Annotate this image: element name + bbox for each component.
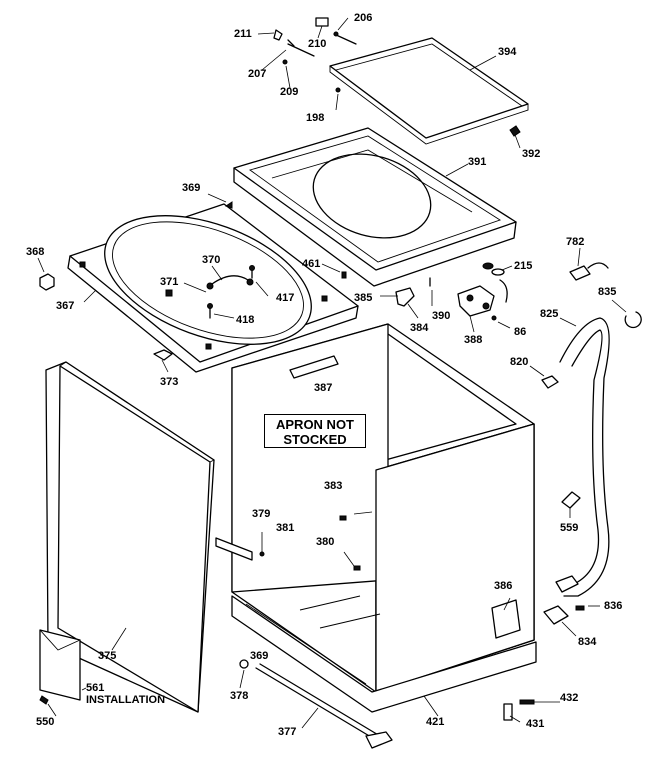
- part-label-210: 210: [308, 38, 327, 50]
- part-label-394: 394: [498, 46, 517, 58]
- part-label-392: 392: [522, 148, 541, 160]
- part-label-379: 379: [252, 508, 271, 520]
- part-label-209: 209: [280, 86, 299, 98]
- part-label-380: 380: [316, 536, 335, 548]
- part-label-367: 367: [56, 300, 75, 312]
- note-line-1: APRON NOT: [276, 417, 354, 432]
- lid-part: [329, 37, 529, 145]
- top-cover-part: [233, 127, 517, 287]
- part-label-215: 215: [514, 260, 533, 272]
- part-label-385: 385: [354, 292, 373, 304]
- front-panel-part: [45, 361, 215, 713]
- part-label-834: 834: [578, 636, 597, 648]
- part-label-378: 378: [230, 690, 249, 702]
- part-label-836: 836: [604, 600, 623, 612]
- part-label-387: 387: [314, 382, 333, 394]
- part-label-386: 386: [494, 580, 513, 592]
- drain-hose-part: [555, 317, 610, 597]
- cabinet-body-part: [231, 323, 537, 713]
- top-hardware-parts: [273, 17, 357, 93]
- part-label-782: 782: [566, 236, 585, 248]
- part-label-86: 86: [514, 326, 527, 338]
- part-label-820: 820: [510, 356, 529, 368]
- part-label-550: 550: [36, 716, 55, 728]
- part-label-431: 431: [526, 718, 545, 730]
- right-hardware-parts: [395, 262, 508, 321]
- part-label-375: 375: [98, 650, 117, 662]
- part-label-369-bottom: 369: [250, 650, 269, 662]
- part-label-384: 384: [410, 322, 429, 334]
- part-label-383: 383: [324, 480, 343, 492]
- part-label-377: 377: [278, 726, 297, 738]
- part-label-370: 370: [202, 254, 221, 266]
- part-label-206: 206: [354, 12, 373, 24]
- part-label-835: 835: [598, 286, 617, 298]
- part-label-369-top: 369: [182, 182, 201, 194]
- part-label-417: 417: [276, 292, 295, 304]
- part-label-461: 461: [302, 258, 321, 270]
- part-label-381: 381: [276, 522, 295, 534]
- apron-not-stocked-note: APRON NOT STOCKED: [264, 414, 366, 448]
- installation-label: 561 INSTALLATION: [86, 682, 165, 706]
- installation-word: INSTALLATION: [86, 694, 166, 706]
- part-label-198: 198: [306, 112, 325, 124]
- part-label-390: 390: [432, 310, 451, 322]
- part-label-559: 559: [560, 522, 579, 534]
- part-label-432: 432: [560, 692, 579, 704]
- part-label-373: 373: [160, 376, 179, 388]
- part-label-388: 388: [464, 334, 483, 346]
- part-label-368: 368: [26, 246, 45, 258]
- part-label-211: 211: [234, 28, 252, 40]
- part-label-825: 825: [540, 308, 559, 320]
- note-line-2: STOCKED: [283, 432, 347, 447]
- part-label-391: 391: [468, 156, 487, 168]
- part-label-207: 207: [248, 68, 267, 80]
- part-label-371: 371: [160, 276, 179, 288]
- installation-code: 561: [86, 682, 105, 694]
- part-label-421: 421: [426, 716, 445, 728]
- part-label-418: 418: [236, 314, 255, 326]
